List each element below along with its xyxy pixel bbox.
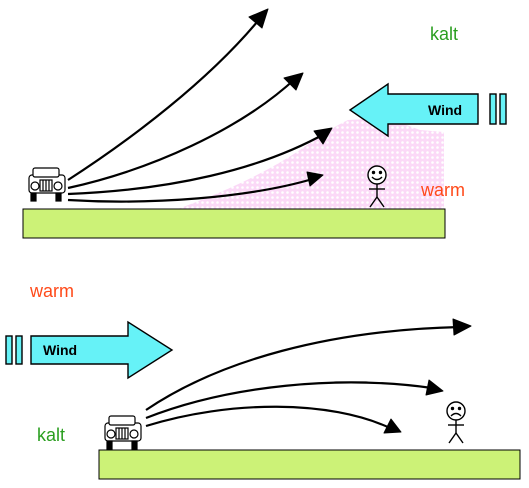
car-icon [104, 415, 142, 450]
ray-arrowheads-bottom [383, 318, 472, 434]
wind-arrow-icon [348, 82, 507, 138]
cold-label-bottom: kalt [37, 425, 66, 445]
bottom-scene [5, 318, 521, 480]
ray-arrowheads-top [248, 8, 333, 187]
warm-label-top: warm [421, 180, 465, 200]
stick-figure-icon [446, 401, 466, 444]
top-scene [22, 8, 507, 239]
stick-figure-icon [367, 165, 387, 208]
exhaust-rays-top [67, 15, 327, 203]
ground-bottom [98, 449, 521, 480]
car-icon [28, 167, 66, 202]
wind-label-top: Wind [428, 102, 463, 118]
wind-arrow-icon [5, 320, 174, 380]
wind-label-bottom: Wind [43, 342, 78, 358]
warm-label-bottom: warm [30, 281, 74, 301]
cold-label-top: kalt [430, 24, 459, 44]
exhaust-rays-bottom [145, 325, 461, 429]
ground-top [22, 208, 446, 239]
